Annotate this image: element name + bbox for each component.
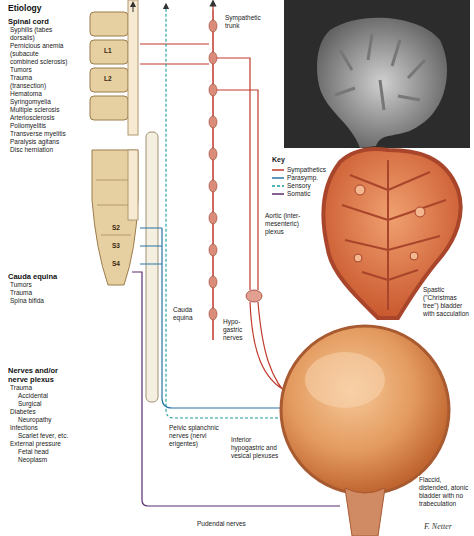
etiology-subitem: Surgical (18, 400, 41, 408)
level-label: S3 (112, 242, 120, 250)
part-label: Spastic ("Christmas tree") bladder with … (422, 286, 472, 318)
group-heading: Nerves and/or nerve plexus (8, 366, 80, 384)
part-label: Aortic (inter-mesenteric) plexus (264, 212, 306, 236)
legend-item: Sympathetics (272, 166, 326, 174)
etiology-item: Tumors (10, 66, 32, 74)
part-label: Inferior hypogastric and vesical plexuse… (230, 436, 282, 460)
vertebra (90, 40, 128, 64)
etiology-item: Poliomyelitis (10, 122, 46, 130)
legend-sample (272, 167, 284, 173)
legend-text: Parasymp. (287, 174, 318, 181)
aortic-plexus (246, 290, 262, 302)
legend-line (272, 194, 284, 196)
sympathetic-fiber (140, 44, 209, 64)
legend-item: Parasymp. (272, 174, 318, 182)
etiology-item: Multiple sclerosis (10, 106, 60, 114)
xray-trabeculae (335, 34, 425, 110)
etiology-item: Tumors (10, 281, 32, 289)
legend-sample (272, 175, 284, 181)
part-label: Flaccid, distended, atonic bladder with … (418, 476, 472, 508)
sympathetic-fiber (217, 58, 258, 290)
etiology-item: Trauma (10, 384, 32, 392)
sacculation (354, 185, 425, 262)
etiology-item: Hematoma (10, 90, 42, 98)
legend-text: Somatic (287, 190, 310, 197)
sacrum (92, 150, 138, 285)
vertebra (90, 68, 128, 92)
etiology-subitem: Fetal head (18, 448, 49, 456)
etiology-item: Trauma (transection) (10, 74, 56, 90)
legend-line (272, 186, 284, 188)
etiology-item: Trauma (10, 289, 32, 297)
etiology-item: Pernicious anemia (subacute combined scl… (10, 42, 68, 66)
cauda-equina (146, 132, 158, 402)
legend-sample (272, 183, 284, 189)
bladder-neck (345, 488, 385, 536)
bladder-sheen (305, 352, 385, 408)
part-label: Sympathetic trunk (224, 14, 276, 30)
level-label: L2 (104, 75, 112, 83)
legend-text: Sympathetics (287, 166, 326, 173)
etiology-item: Infections (10, 424, 38, 432)
etiology-item: Syphilis (tabes dorsalis) (10, 26, 60, 42)
vertebra (90, 96, 128, 120)
etiology-item: External pressure (10, 440, 61, 448)
etiology-subitem: Neuropathy (18, 416, 52, 424)
legend-item: Somatic (272, 190, 310, 198)
etiology-item: Disc herniation (10, 146, 53, 154)
legend-line (272, 170, 284, 172)
etiology-item: Paralysis agitans (10, 138, 59, 146)
etiology-item: Transverse myelitis (10, 130, 66, 138)
etiology-subitem: Scarlet fever, etc. (18, 432, 68, 440)
title-heading: Etiology (8, 3, 42, 13)
ganglia (209, 20, 217, 320)
level-label: L1 (104, 47, 112, 55)
xray-image (284, 0, 470, 148)
flaccid-bladder (281, 326, 449, 494)
parasympathetic-fiber (140, 228, 288, 408)
part-label: Cauda equina (172, 306, 204, 322)
part-label: Hypo-gastric nerves (222, 318, 250, 342)
etiology-item: Arteriosclerosis (10, 114, 54, 122)
etiology-item: Diabetes (10, 408, 36, 416)
legend-item: Sensory (272, 182, 311, 190)
spinal-cord (128, 0, 138, 135)
etiology-item: Spina bifida (10, 297, 44, 305)
ascending-tract (133, 4, 134, 12)
etiology-item: Syringomyelia (10, 98, 51, 106)
etiology-subitem: Neoplasm (18, 456, 47, 464)
legend-heading: Key (272, 156, 285, 164)
level-label: S2 (112, 224, 120, 232)
conus (128, 150, 138, 220)
group-heading: Spinal cord (8, 17, 49, 26)
part-label: Pelvic splanchnic nerves (nervi erigente… (168, 424, 222, 448)
signature: F. Netter (424, 522, 452, 531)
group-heading: Cauda equina (8, 272, 57, 281)
ascending-tract (212, 3, 213, 10)
legend-line (272, 178, 284, 180)
xray-bladder (317, 18, 447, 148)
part-label: Pudendal nerves (196, 520, 247, 528)
vertebra (90, 12, 128, 36)
etiology-subitem: Accidental (18, 392, 48, 400)
legend-text: Sensory (287, 182, 311, 189)
legend-sample (272, 191, 284, 197)
level-label: S4 (112, 260, 120, 268)
